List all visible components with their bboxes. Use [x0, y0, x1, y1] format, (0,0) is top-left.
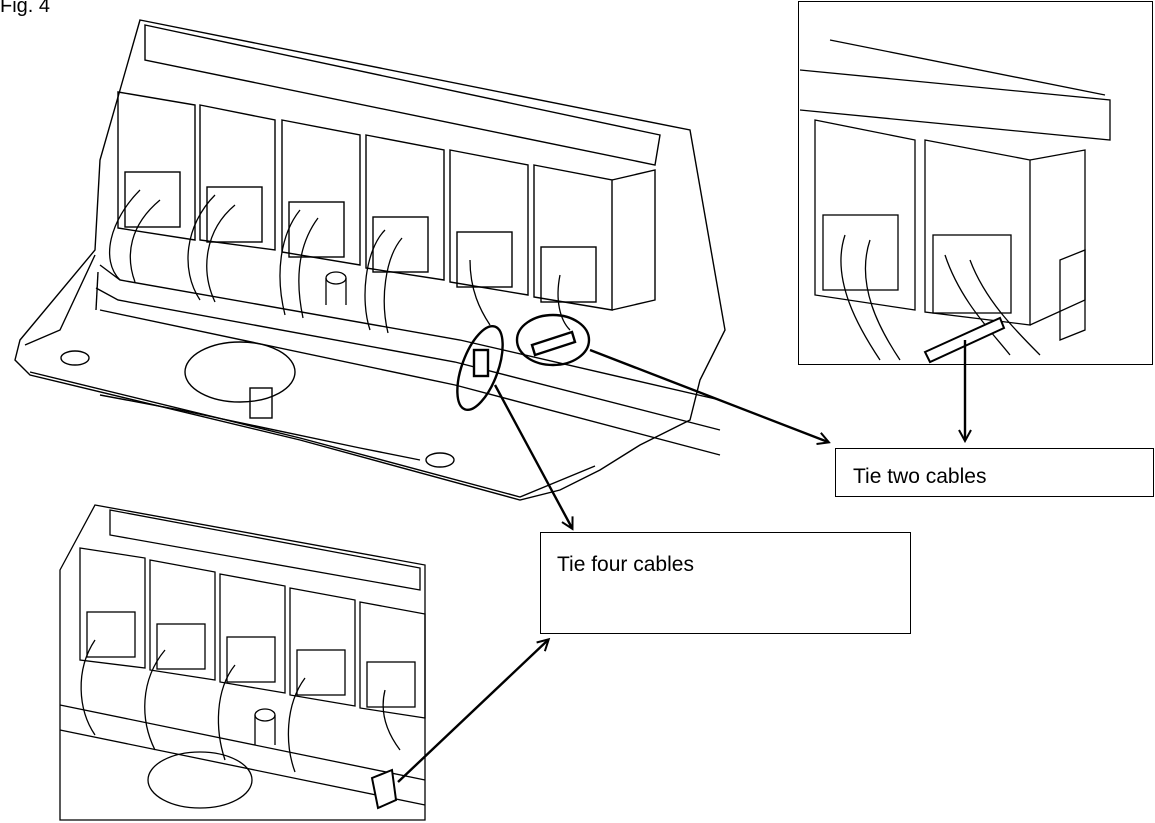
main-ties: [456, 313, 591, 412]
callout-tie-two-cables: Tie two cables: [835, 448, 1154, 497]
callout-tie-four-text: Tie four cables: [557, 553, 694, 576]
jack: [199, 104, 276, 251]
inset-two-cable-frame: [798, 1, 1153, 365]
jack: [449, 149, 529, 296]
tie-four-highlight: [456, 324, 504, 412]
jack: [79, 547, 146, 669]
callout-tie-two-text: Tie two cables: [853, 465, 987, 488]
jack: [533, 164, 613, 311]
jack: [365, 134, 445, 281]
arrow-tie-four-main: [493, 384, 572, 528]
jack: [117, 91, 196, 241]
jack: [281, 119, 361, 266]
arrow-tie-four-inset: [397, 640, 548, 783]
arrows: [397, 340, 965, 783]
tie-two-highlight: [515, 313, 591, 367]
jack: [219, 573, 286, 694]
jack: [359, 601, 426, 719]
callout-tie-four-cables: Tie four cables: [540, 532, 911, 634]
main-cables: [108, 189, 571, 334]
main-cable-trough: [95, 264, 721, 456]
jack: [814, 119, 916, 311]
main-jack-row: [117, 24, 661, 311]
arrow-tie-two-main: [589, 348, 828, 442]
jack: [149, 559, 216, 681]
main-base-plate: [14, 19, 726, 501]
figure-label: Fig. 4: [0, 0, 51, 17]
jack: [289, 587, 356, 707]
inset-four-cable-view: [59, 504, 426, 821]
